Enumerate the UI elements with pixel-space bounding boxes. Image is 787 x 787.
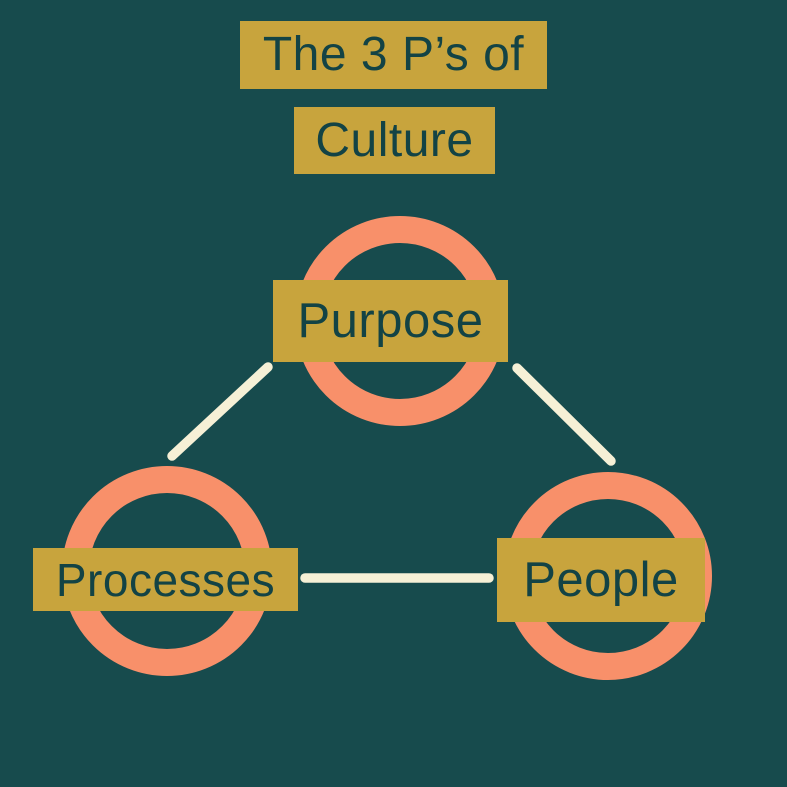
node-label-people: People (497, 538, 705, 622)
connector-purpose-people (512, 363, 616, 466)
title-line-2: Culture (294, 107, 495, 174)
node-label-processes: Processes (33, 548, 298, 611)
title-line-1: The 3 P’s of (240, 21, 547, 89)
title-line-2-text: Culture (315, 113, 474, 167)
node-label-purpose: Purpose (273, 280, 508, 362)
people-label-text: People (523, 552, 679, 607)
connector-purpose-processes (167, 362, 273, 461)
purpose-label-text: Purpose (297, 293, 484, 348)
title-line-1-text: The 3 P’s of (262, 28, 525, 81)
processes-label-text: Processes (55, 553, 276, 606)
